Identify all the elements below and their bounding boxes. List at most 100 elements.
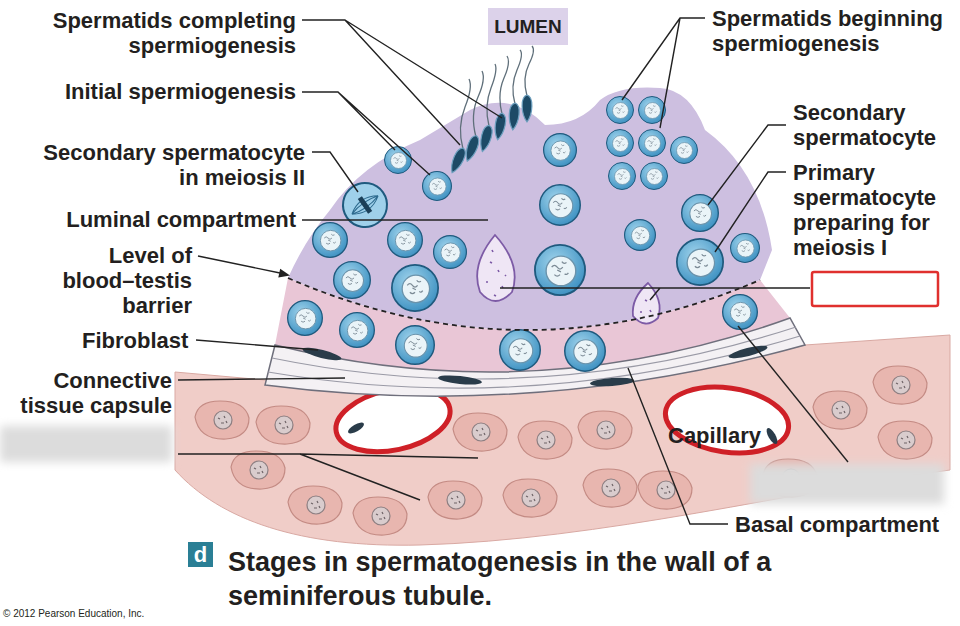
germ-cell [544, 134, 577, 167]
spermatid-tail [460, 79, 470, 149]
blood-testis-barrier [288, 278, 760, 330]
leader-line [715, 172, 786, 252]
leader-line [312, 152, 358, 192]
germ-cell [385, 147, 412, 174]
meiosis-cell [349, 191, 382, 218]
capillary [764, 426, 779, 445]
interstitial-cell [813, 391, 867, 429]
interstitial-cell [428, 481, 482, 519]
capillary [346, 420, 365, 435]
meiosis-cell [334, 174, 395, 235]
blood-testis-barrier [288, 278, 760, 330]
highlight-box [812, 272, 938, 306]
germ-cell [639, 130, 666, 157]
leader-line [196, 340, 318, 350]
germ-cell [607, 97, 634, 124]
callout-label: Initial spermiogenesis [36, 79, 296, 104]
leader-line [500, 288, 810, 300]
meiosis-cell [358, 196, 372, 214]
germ-cell [540, 185, 581, 226]
luminal-compartment-region [288, 88, 772, 331]
callout-label: Spermatids completing spermiogenesis [36, 8, 296, 58]
interstitial-cell [638, 471, 692, 509]
spermatid-head [448, 146, 468, 175]
germ-cell [340, 313, 375, 348]
interstitial-cell [453, 413, 507, 451]
spermatid-head [463, 134, 481, 163]
interstitial-cell [583, 469, 637, 507]
spermatid-head [448, 95, 532, 175]
callout-label: Secondary spermatocyte [793, 100, 953, 150]
leader-line [302, 20, 502, 145]
germ-cell [565, 331, 606, 372]
spermatid-tail [487, 64, 496, 126]
interstitial-cell [231, 451, 285, 489]
germ-cell [731, 234, 760, 263]
germ-cell [434, 236, 467, 269]
germ-cell [671, 137, 698, 164]
leader-line [178, 454, 478, 500]
callout-label: Fibroblast [82, 328, 212, 353]
germ-cell [500, 330, 541, 371]
interstitial-cell [353, 497, 407, 535]
spermatid-head [508, 103, 520, 131]
germ-cell [625, 220, 656, 251]
interstitial-cell [518, 421, 572, 459]
germ-cell [288, 301, 323, 336]
germ-cell [396, 326, 435, 365]
arrowhead [278, 269, 290, 278]
sertoli-nucleus [633, 283, 660, 324]
germ-cell [313, 223, 348, 258]
interstitial-cell [288, 486, 342, 524]
germ-cell [607, 130, 634, 157]
sertoli-nucleus [486, 250, 506, 296]
interstitial-cell [256, 406, 310, 444]
interstitial-cell [503, 479, 557, 517]
callout-label: Level of blood–testis barrier [32, 243, 192, 318]
region-tag: LUMEN [488, 8, 568, 45]
germ-cell [641, 163, 668, 190]
germ-cell [334, 262, 371, 299]
redacted-label [0, 426, 944, 504]
interstitial-cell [873, 366, 927, 404]
meiosis-cell [334, 174, 395, 235]
panel-letter: d [188, 542, 213, 567]
germ-cell [423, 172, 452, 201]
germ-cell [388, 223, 423, 258]
highlight-box [812, 272, 938, 306]
spermatid-tail [460, 46, 533, 149]
fibroblast-nucleus [438, 374, 483, 387]
germ-cell [609, 163, 636, 190]
spermatid-head [478, 124, 494, 153]
interstitial-cell [195, 366, 932, 535]
leader-line [302, 219, 488, 220]
luminal-compartment-region [288, 88, 772, 331]
callout-label: Secondary spermatocyte in meiosis II [30, 140, 305, 190]
interstitial-cell [878, 421, 932, 459]
node-text: LUMEN [494, 8, 562, 45]
leader-line [178, 378, 345, 380]
callout-label: Primary spermatocyte preparing for meios… [793, 160, 941, 260]
germ-cell [677, 239, 723, 285]
leader-line [302, 92, 430, 175]
sertoli-nucleus [477, 235, 515, 301]
node-text: d [194, 542, 207, 567]
callout-label: Spermatids beginning spermiogenesis [712, 6, 957, 56]
fibroblast-nucleus [302, 345, 343, 362]
capillary [661, 380, 793, 461]
leader-line [708, 125, 786, 205]
callout-label: Basal compartment [735, 512, 960, 537]
germ-cell [392, 265, 438, 311]
redacted-label [0, 426, 172, 462]
fibroblast-nucleus [728, 343, 769, 360]
leader-line [622, 18, 705, 128]
fibroblast-nucleus [590, 376, 634, 387]
spermatid-tail [513, 50, 522, 104]
figure-caption: Stages in spermatogenesis in the wall of… [228, 545, 798, 613]
germ-cell [682, 195, 719, 232]
callout-label: Connective tissue capsule [7, 368, 172, 418]
spermatid-head [522, 95, 532, 122]
redacted-label [750, 464, 944, 504]
